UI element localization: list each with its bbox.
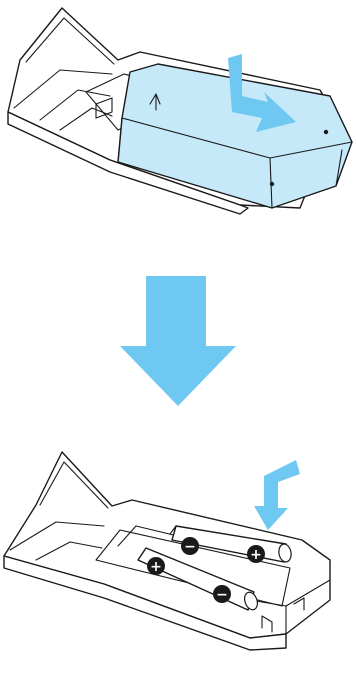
positive-symbol: + (150, 559, 162, 575)
down-arrow-icon (120, 276, 236, 406)
negative-symbol: − (184, 539, 196, 555)
battery-in-compartment: + − (137, 547, 259, 611)
insert-arrow (254, 460, 300, 530)
battery-being-inserted: − + (169, 525, 292, 563)
negative-symbol: − (216, 587, 228, 603)
slide-arrow (228, 54, 296, 132)
battery-insertion-illustration: + − − + (3, 451, 331, 651)
battery-cover (117, 63, 353, 209)
remote-cover-removal-illustration (7, 7, 353, 215)
positive-symbol: + (250, 547, 262, 563)
